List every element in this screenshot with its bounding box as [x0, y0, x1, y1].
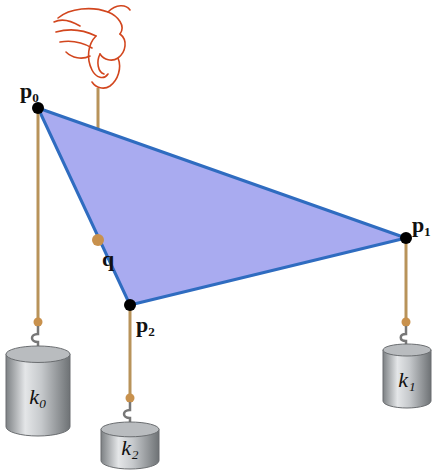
vertices — [32, 102, 412, 311]
point-label: q — [102, 248, 114, 270]
point-label: p₂ — [136, 314, 155, 336]
ropes — [38, 108, 406, 398]
hand-sketch — [54, 6, 130, 88]
weight-label: k₀ — [5, 384, 71, 410]
point-q — [92, 234, 104, 246]
weight: k₀ — [5, 345, 71, 437]
weight-label: k₂ — [100, 435, 160, 461]
weight: k₁ — [382, 343, 432, 409]
point-label: p₁ — [412, 214, 431, 236]
knots — [34, 318, 411, 403]
triangle — [38, 108, 406, 305]
weight-label: k₁ — [382, 367, 432, 393]
hooks — [32, 326, 406, 424]
weight: k₂ — [100, 421, 160, 470]
point-label: p₀ — [20, 80, 39, 102]
